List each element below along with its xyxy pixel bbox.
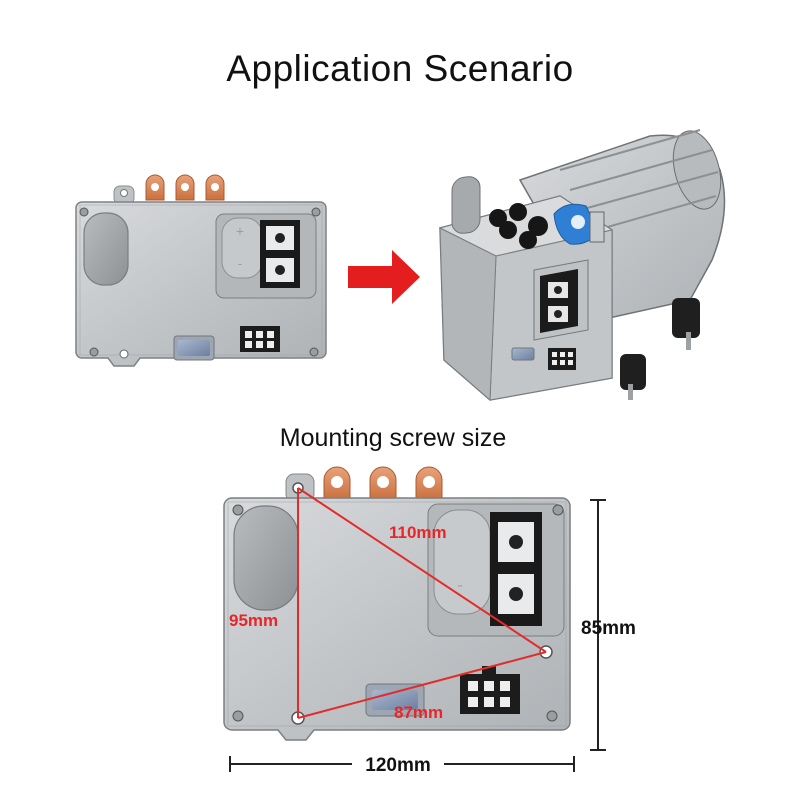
dimension-120mm: 120mm (365, 755, 431, 776)
height-dimension-line (590, 499, 606, 751)
controller-mounting-view: - (223, 466, 571, 741)
compressor-assembly (438, 129, 726, 402)
dimension-110mm: 110mm (389, 523, 447, 542)
page-title: Application Scenario (226, 48, 574, 89)
copper-terminals (145, 174, 225, 201)
minus-mark: - (238, 255, 243, 271)
dimension-85mm: 85mm (581, 618, 636, 639)
minus-mark: - (457, 577, 462, 594)
controller-top-view: + - (75, 174, 327, 367)
plus-mark: + (236, 223, 244, 239)
section-subtitle: Mounting screw size (279, 424, 507, 452)
dimension-95mm: 95mm (229, 611, 278, 630)
measurement-triangle (297, 487, 547, 719)
width-dimension-line (229, 756, 575, 772)
copper-terminals (323, 466, 443, 501)
arrow-right-icon (348, 250, 420, 304)
dimension-87mm: 87mm (394, 703, 443, 722)
